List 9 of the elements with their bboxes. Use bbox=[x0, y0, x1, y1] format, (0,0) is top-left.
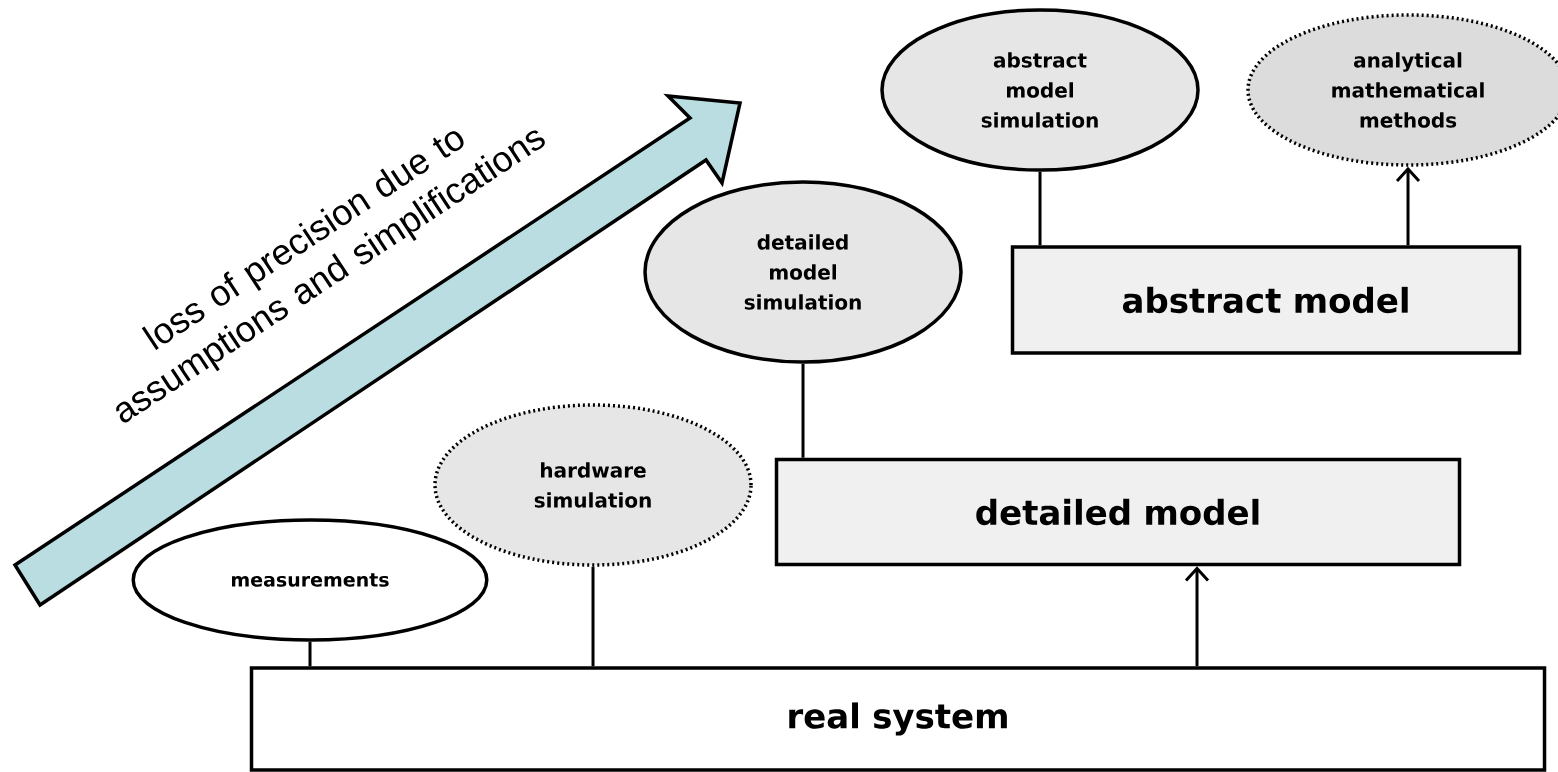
model-box: abstract model bbox=[1010, 245, 1522, 355]
connector bbox=[308, 641, 312, 667]
connector bbox=[1038, 171, 1042, 246]
connector bbox=[1395, 166, 1421, 246]
model-box: detailed model bbox=[774, 457, 1462, 567]
model-box: real system bbox=[249, 666, 1547, 772]
connector bbox=[591, 566, 595, 667]
connector bbox=[1184, 566, 1210, 667]
connector bbox=[801, 363, 805, 458]
